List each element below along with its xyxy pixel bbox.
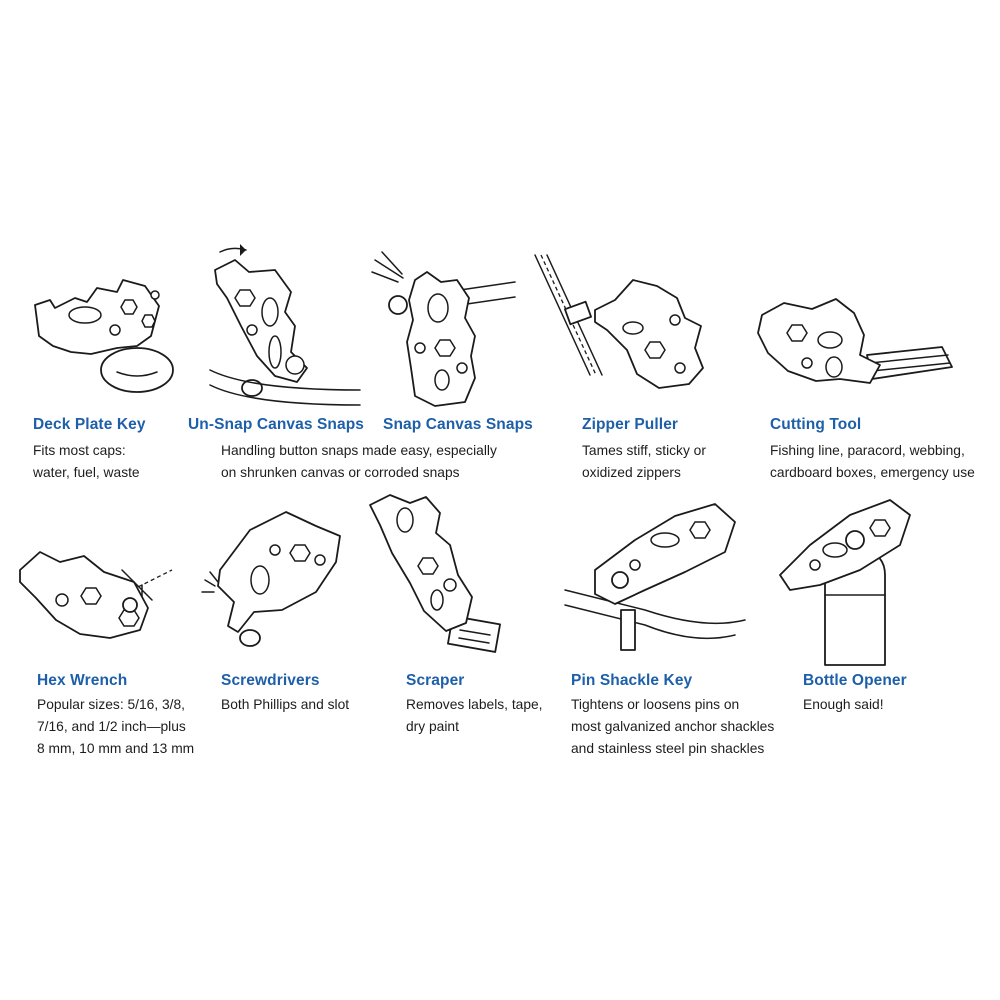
cutting-tool-desc: Fishing line, paracord, webbing, cardboa… [770, 443, 975, 480]
scraper-illustration [369, 494, 501, 653]
pin-shackle-key-title: Pin Shackle Key [571, 672, 693, 689]
deck-plate-key-illustration [34, 279, 174, 393]
scraper-desc: Removes labels, tape, dry paint [406, 697, 543, 734]
bottle-opener-title: Bottle Opener [803, 672, 907, 689]
pin-shackle-key-illustration [564, 503, 746, 651]
cutting-tool-illustration [757, 298, 953, 384]
snap-canvas-snaps-title: Snap Canvas Snaps [383, 416, 533, 433]
un-snap-canvas-snaps-illustration [209, 244, 361, 406]
hex-wrench-title: Hex Wrench [37, 672, 128, 689]
hex-wrench-illustration [19, 551, 173, 639]
screwdrivers-desc: Both Phillips and slot [221, 697, 350, 712]
scraper-title: Scraper [406, 672, 465, 689]
screwdrivers-illustration [201, 511, 341, 647]
un-snap-canvas-snaps-title: Un-Snap Canvas Snaps [188, 416, 364, 433]
snap-canvas-snaps-illustration [371, 251, 516, 407]
hex-wrench-desc: Popular sizes: 5/16, 3/8, 7/16, and 1/2 … [37, 697, 195, 756]
zipper-puller-desc: Tames stiff, sticky or oxidized zippers [582, 443, 706, 480]
screwdrivers-title: Screwdrivers [221, 672, 320, 689]
bottle-opener-desc: Enough said! [803, 697, 884, 712]
cutting-tool-title: Cutting Tool [770, 416, 862, 433]
deck-plate-key-desc: Fits most caps: water, fuel, waste [33, 443, 140, 480]
zipper-puller-title: Zipper Puller [582, 416, 679, 433]
bottle-opener-illustration [779, 499, 911, 666]
pin-shackle-key-desc: Tightens or loosens pins on most galvani… [571, 697, 775, 756]
deck-plate-key-title: Deck Plate Key [33, 416, 146, 433]
un-snap-canvas-snaps-desc: Handling button snaps made easy, especia… [221, 443, 497, 480]
zipper-puller-illustration [534, 254, 704, 389]
